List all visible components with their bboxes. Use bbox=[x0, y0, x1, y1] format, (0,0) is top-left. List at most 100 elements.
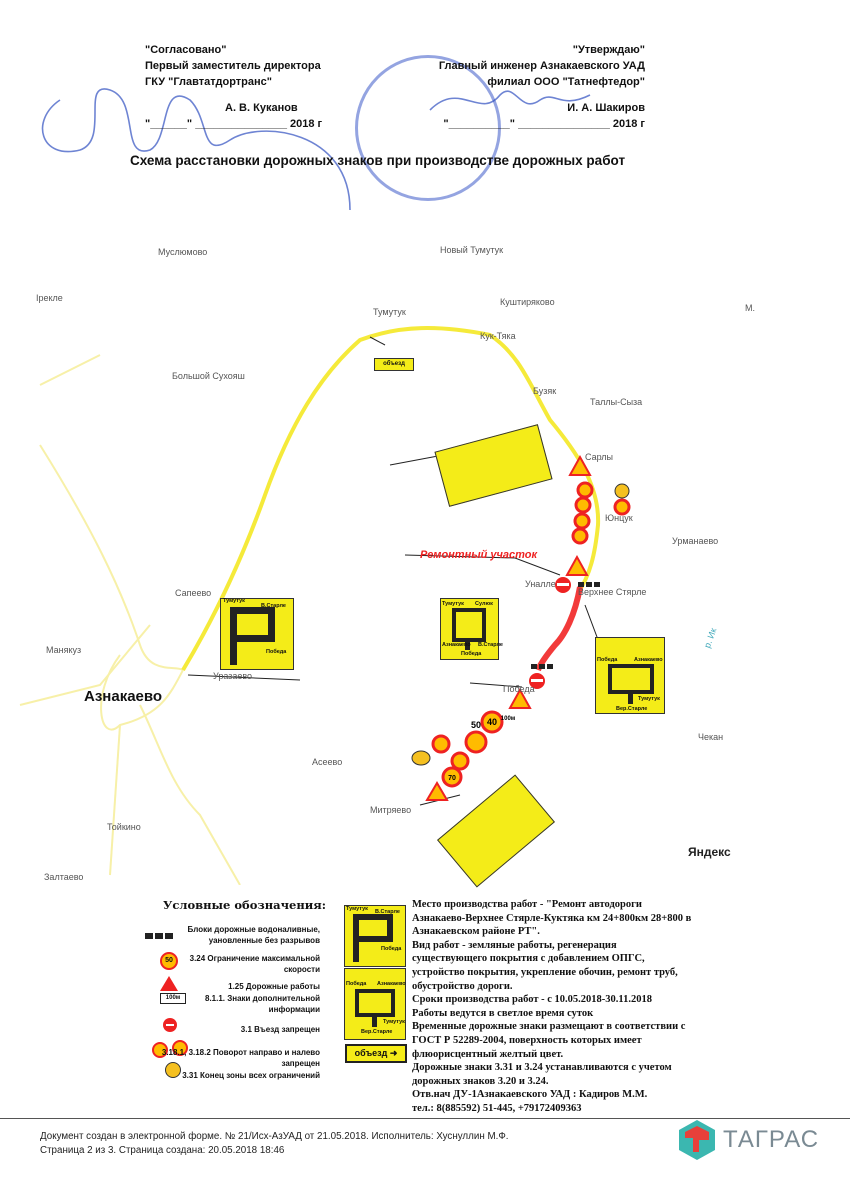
place-label: Большой Сухояш bbox=[172, 371, 245, 381]
info-line: Азнакаевском районе РТ". bbox=[412, 926, 540, 938]
detour-label: объезд bbox=[354, 1048, 388, 1058]
info-line: Сроки производства работ - с 10.05.2018-… bbox=[412, 994, 652, 1006]
info-line: Место производства работ - "Ремонт автод… bbox=[412, 899, 642, 910]
legend-detour-sign: объезд ➜ bbox=[345, 1044, 407, 1063]
sign-label: Победа bbox=[597, 657, 618, 663]
legend-item: 3.24 Ограничение максимальной скорости bbox=[189, 954, 320, 974]
document-title: Схема расстановки дорожных знаков при пр… bbox=[130, 153, 626, 168]
info-line: Отв.нач ДУ-1Азнакаевского УАД : Кадиров … bbox=[412, 1089, 648, 1101]
legend-item: 3.18.1, 3.18.2 Поворот направо и налево … bbox=[161, 1048, 320, 1068]
scheme-sign-aznakaevo: Тумутук В.Старле Победа bbox=[220, 598, 294, 670]
scheme-sign-verstyarle: Победа Азнакаево Тумутук Вер.Старле bbox=[595, 637, 665, 714]
map-roads: 50 40 70 100м bbox=[19, 326, 631, 885]
info-line: Вид работ - земляные работы, регенерация bbox=[412, 939, 617, 951]
sign-label: В.Старле bbox=[478, 642, 503, 648]
legend-item: 1.25 Дорожные работы bbox=[228, 982, 320, 991]
info-line: ГОСТ Р 52289-2004, поверхность которых и… bbox=[412, 1034, 642, 1046]
no-right-turn-icon bbox=[152, 1042, 168, 1058]
legend-item: 8.1.1. Знаки дополнительной информации bbox=[205, 994, 320, 1014]
sign-label: Азнакаево bbox=[634, 657, 663, 663]
signature-right bbox=[429, 90, 591, 111]
sign-label: Сулюк bbox=[475, 601, 493, 607]
place-label: Победа bbox=[503, 684, 535, 694]
scheme-sign-pobeda: Тумутук Сулюк Азнакаево В.Старле Победа bbox=[440, 598, 503, 660]
sign-label: Победа bbox=[266, 649, 287, 655]
legend-item: Блоки дорожные водоналивные, уановленные… bbox=[187, 925, 321, 945]
place-label: Таллы-Сыза bbox=[590, 397, 643, 407]
info-line: Дорожные знаки 3.31 и 3.24 устанавливают… bbox=[412, 1062, 672, 1074]
distance-plate-icon: 100м bbox=[160, 993, 186, 1004]
place-label: Верхнее Стярле bbox=[578, 587, 647, 597]
approval-left-org: ГКУ "Главтатдортранс" bbox=[145, 76, 272, 88]
place-label: Асеево bbox=[312, 757, 343, 767]
legend-title: Условные обозначения: bbox=[163, 898, 327, 912]
place-label: Манякуз bbox=[46, 645, 82, 655]
detour-route bbox=[181, 326, 601, 672]
legend-item: 3.1 Въезд запрещен bbox=[240, 1025, 320, 1034]
place-label: Кук-Тяка bbox=[480, 331, 516, 341]
sign-label: Вер.Старле bbox=[616, 706, 648, 712]
official-stamp bbox=[355, 55, 501, 201]
signature-left bbox=[41, 88, 351, 210]
sign-label: Вер.Старле bbox=[361, 1029, 393, 1035]
legend-scheme-sign-2: Победа Азнакаево Тумутук Вер.Старле bbox=[344, 968, 406, 1040]
approval-right-org: филиал ООО "Татнефтедор" bbox=[487, 76, 645, 88]
approval-left: "Согласовано" Первый заместитель директо… bbox=[145, 42, 322, 132]
yandex-logo: Яндекс bbox=[688, 845, 731, 859]
repair-section-label: Ремонтный участок bbox=[420, 549, 538, 561]
road-signs bbox=[411, 454, 631, 801]
no-left-turn-icon bbox=[172, 1040, 188, 1056]
sign-label: Тумутук bbox=[442, 601, 464, 607]
info-line: тел.: 8(885592) 51-445, +79172409363 bbox=[412, 1102, 582, 1114]
place-label: Тойкино bbox=[107, 822, 141, 832]
approval-left-name: А. В. Куканов bbox=[225, 102, 298, 114]
legend-item: 3.31 Конец зоны всех ограничений bbox=[182, 1071, 320, 1080]
info-line: обустройство дороги. bbox=[412, 980, 513, 992]
sign-label: Победа bbox=[381, 946, 402, 952]
tagras-logo: ТАГРАС bbox=[677, 1118, 819, 1162]
approval-right: "Утверждаю" Главный инженер Азнакаевског… bbox=[439, 42, 645, 132]
city-label-aznakaevo: Азнакаево bbox=[84, 688, 163, 705]
detour-sign: объезд bbox=[374, 358, 414, 371]
tagras-logo-icon bbox=[679, 1120, 715, 1160]
place-label: Новый Тумутук bbox=[440, 245, 504, 255]
sign-label: Победа bbox=[346, 981, 367, 987]
place-label: Урманаево bbox=[672, 536, 719, 546]
place-label: Ірекле bbox=[36, 293, 63, 303]
info-line: дорожных знаков 3.20 и 3.24. bbox=[412, 1075, 549, 1087]
no-entry-icon bbox=[163, 1018, 177, 1032]
speed-sign-40: 40 bbox=[487, 717, 497, 727]
approval-left-date: "______" _______________ 2018 г bbox=[145, 118, 323, 130]
info-line: флюорисцентный желтый цвет. bbox=[412, 1048, 564, 1060]
repair-section bbox=[535, 586, 583, 672]
speed-sign-70: 70 bbox=[448, 775, 456, 782]
info-line: Временные дорожные знаки размещают в соо… bbox=[412, 1021, 686, 1033]
info-line: Азнакаево-Верхнее Стярле-Куктяка км 24+8… bbox=[412, 912, 692, 924]
info-line: Работы ведутся в светлое время суток bbox=[412, 1007, 594, 1019]
sign-label: Тумутук bbox=[346, 906, 368, 912]
footer-divider bbox=[0, 1118, 850, 1119]
place-label: Уналле bbox=[525, 579, 556, 589]
tagras-logo-text: ТАГРАС bbox=[723, 1126, 820, 1153]
place-label: Митряево bbox=[370, 805, 412, 815]
place-label: Бузяк bbox=[533, 386, 557, 396]
footer-line-1: Документ создан в электронной форме. № 2… bbox=[40, 1131, 509, 1142]
approval-right-name: И. А. Шакиров bbox=[567, 102, 645, 114]
sign-label: Тумутук bbox=[383, 1019, 405, 1025]
footer-line-2: Страница 2 из 3. Страница создана: 20.05… bbox=[40, 1145, 285, 1156]
blocks-icon bbox=[145, 926, 175, 939]
sign-label: Азнакаево bbox=[377, 981, 406, 987]
roadworks-icon bbox=[160, 976, 178, 991]
info-line: существующего покрытия с добавлением ОПГ… bbox=[412, 953, 645, 965]
legend-scheme-sign-1: Тумутук В.Старле Победа bbox=[344, 905, 406, 967]
map: 50 40 70 100м Муслюмово Новый Тумутук Ір… bbox=[0, 225, 850, 888]
distance-sign: 100м bbox=[501, 716, 516, 722]
place-label: Сарлы bbox=[585, 452, 614, 462]
place-label: Чекан bbox=[698, 732, 724, 742]
place-label: Уразаево bbox=[213, 671, 253, 681]
approval-right-position: Главный инженер Азнакаевского УАД bbox=[438, 60, 645, 72]
approval-left-title: "Согласовано" bbox=[145, 44, 227, 56]
place-label: Сапеево bbox=[175, 588, 212, 598]
info-line: устройство покрытия, укрепление обочин, … bbox=[412, 966, 678, 978]
place-label: Куштиряково bbox=[500, 297, 555, 307]
